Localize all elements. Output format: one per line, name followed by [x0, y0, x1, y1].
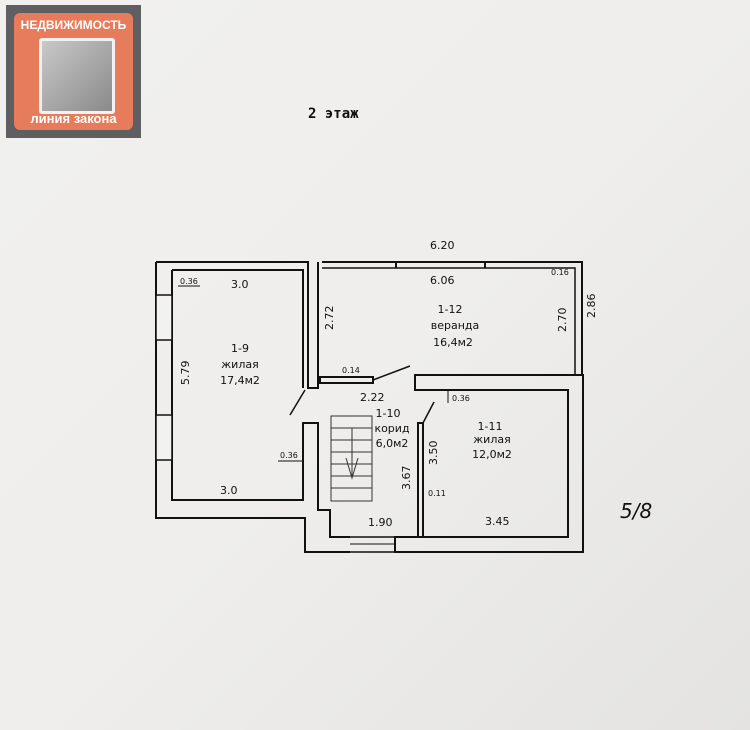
dimension-label: 0.11	[428, 489, 446, 498]
room-id: 1-10	[376, 407, 401, 420]
dimension-label: 3.0	[231, 278, 249, 291]
logo: НЕДВИЖИМОСТЬ линия закона	[6, 5, 141, 138]
room-type: жилая	[221, 358, 258, 371]
logo-bottom-text: линия закона	[30, 111, 117, 126]
room-id: 1-12	[438, 303, 463, 316]
dimension-label: 0.36	[180, 277, 198, 286]
room-area: 6,0м2	[376, 437, 409, 450]
dimension-label: 2.72	[323, 306, 336, 331]
dimension-label: 6.20	[430, 239, 455, 252]
dimension-label: 3.45	[485, 515, 510, 528]
floor-title: 2 этаж	[308, 106, 359, 122]
room-type: жилая	[473, 433, 510, 446]
dimension-label: 2.70	[556, 308, 569, 333]
dimension-label: 2.22	[360, 391, 385, 404]
dimension-label: 5.79	[179, 361, 192, 386]
column-capital-icon	[39, 38, 115, 114]
room-area: 12,0м2	[472, 448, 512, 461]
dimension-label: 1.90	[368, 516, 393, 529]
dimension-label: 2.86	[585, 294, 598, 319]
room-id: 1-9	[231, 342, 249, 355]
window	[155, 294, 173, 341]
dimension-label: 0.14	[342, 366, 360, 375]
handwritten-note: 5/8	[620, 499, 652, 523]
room-area: 16,4м2	[433, 336, 473, 349]
dimension-label: 0.36	[452, 394, 470, 403]
dimension-label: 3.67	[400, 466, 413, 491]
stair-direction-arrow-icon	[345, 428, 359, 480]
walls	[155, 261, 584, 553]
dimension-label: 0.36	[280, 451, 298, 460]
window	[155, 414, 173, 461]
room-area: 17,4м2	[220, 374, 260, 387]
logo-top-text: НЕДВИЖИМОСТЬ	[20, 18, 127, 32]
room-id: 1-11	[478, 420, 503, 433]
dimension-label: 3.50	[427, 441, 440, 466]
dimension-label: 6.06	[430, 274, 455, 287]
staircase	[330, 415, 373, 502]
dimension-label: 3.0	[220, 484, 238, 497]
room-type: веранда	[431, 319, 480, 332]
dimension-label: 0.16	[551, 268, 569, 277]
room-type: корид	[374, 422, 410, 435]
